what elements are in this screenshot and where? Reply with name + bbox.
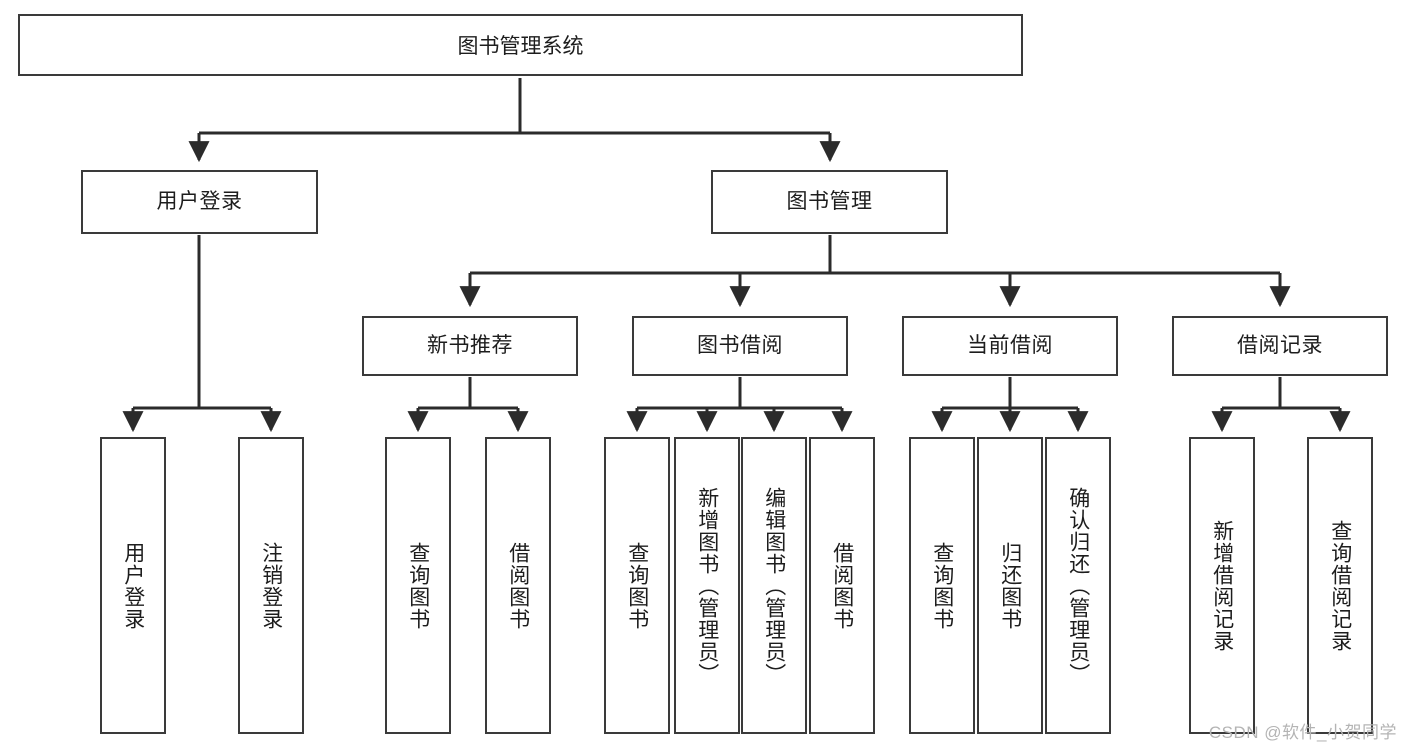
node-label: 新增借阅记录 [1210,519,1234,652]
node-label: 新增图书（管理员） [695,486,719,685]
leaf-book-borrow-query-book[interactable]: 查询图书 [604,437,670,734]
leaf-book-borrow-add-book-admin[interactable]: 新增图书（管理员） [674,437,740,734]
node-label: 查询图书 [406,541,430,630]
node-label: 归还图书 [998,541,1022,630]
node-label: 图书管理 [786,190,873,214]
leaf-user-login-logout[interactable]: 注销登录 [238,437,304,734]
node-borrow-record[interactable]: 借阅记录 [1172,316,1388,376]
leaf-current-borrow-return-book[interactable]: 归还图书 [977,437,1043,734]
node-label: 图书管理系统 [457,35,584,58]
node-label: 用户登录 [121,541,145,630]
node-root-book-management-system[interactable]: 图书管理系统 [18,14,1023,76]
node-label: 借阅图书 [830,541,854,630]
leaf-borrow-record-query-record[interactable]: 查询借阅记录 [1307,437,1373,734]
node-label: 借阅图书 [506,541,530,630]
leaf-current-borrow-confirm-return-admin[interactable]: 确认归还（管理员） [1045,437,1111,734]
node-label: 新书推荐 [427,334,513,358]
node-book-borrow[interactable]: 图书借阅 [632,316,848,376]
leaf-new-book-query-book[interactable]: 查询图书 [385,437,451,734]
watermark-text: CSDN @软件_小贺同学 [1208,723,1397,742]
node-label: 查询图书 [625,541,649,630]
node-label: 用户登录 [156,190,243,214]
node-label: 编辑图书（管理员） [762,486,786,685]
leaf-book-borrow-borrow-book[interactable]: 借阅图书 [809,437,875,734]
leaf-current-borrow-query-book[interactable]: 查询图书 [909,437,975,734]
node-user-login[interactable]: 用户登录 [81,170,318,234]
leaf-borrow-record-add-record[interactable]: 新增借阅记录 [1189,437,1255,734]
node-label: 确认归还（管理员） [1066,486,1090,685]
node-label: 借阅记录 [1237,334,1323,358]
node-label: 图书借阅 [697,334,783,358]
node-label: 注销登录 [259,541,283,630]
leaf-user-login-login[interactable]: 用户登录 [100,437,166,734]
leaf-new-book-borrow-book[interactable]: 借阅图书 [485,437,551,734]
node-label: 查询图书 [930,541,954,630]
node-label: 当前借阅 [967,334,1053,358]
leaf-book-borrow-edit-book-admin[interactable]: 编辑图书（管理员） [741,437,807,734]
node-new-book-recommend[interactable]: 新书推荐 [362,316,578,376]
node-label: 查询借阅记录 [1328,519,1352,652]
node-current-borrow[interactable]: 当前借阅 [902,316,1118,376]
node-book-management[interactable]: 图书管理 [711,170,948,234]
